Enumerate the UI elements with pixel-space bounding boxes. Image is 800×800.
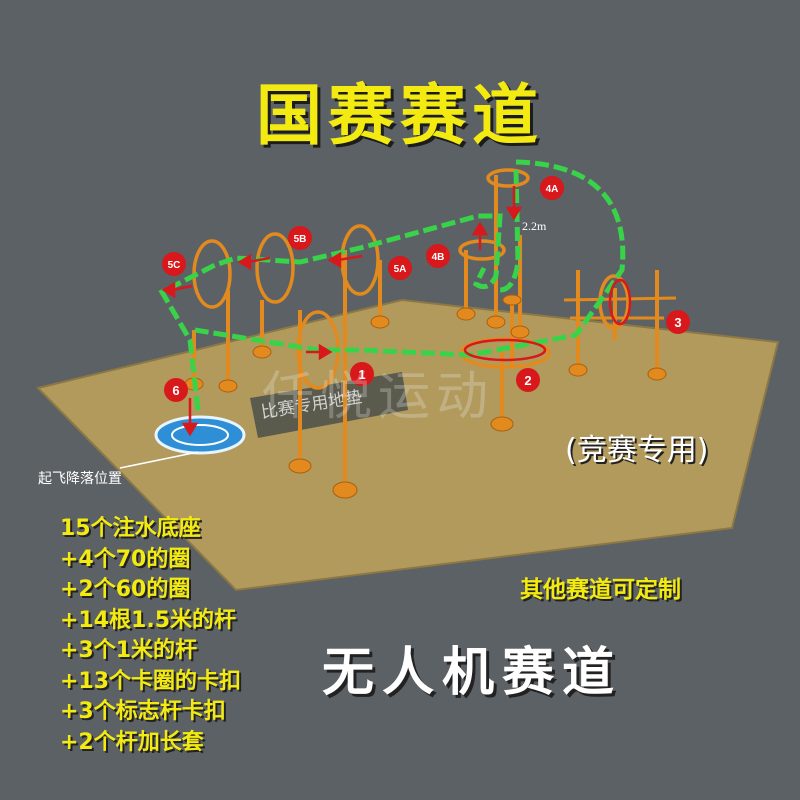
gate-marker-4a: 4A <box>540 176 564 200</box>
parts-list-item: +2个杆加长套 <box>60 729 204 755</box>
gate-marker-5a: 5A <box>388 256 412 280</box>
gate-marker-4b: 4B <box>426 244 450 268</box>
pad-label: 起飞降落位置 <box>38 471 122 487</box>
gate-marker-6: 6 <box>164 378 188 402</box>
parts-list-item: +3个1米的杆 <box>60 638 198 663</box>
parts-list: 15个注水底座 +4个70的圈 +2个60的圈 +14根1.5米的杆 +3个1米… <box>60 514 241 758</box>
parts-list-item: +4个70的圈 <box>60 546 191 572</box>
parts-list-item: 15个注水底座 <box>60 516 201 541</box>
svg-text:5A: 5A <box>394 264 407 275</box>
crossbars <box>563 296 677 320</box>
svg-text:5B: 5B <box>294 234 307 245</box>
landing-pad <box>119 415 246 469</box>
flight-path <box>158 159 626 411</box>
direction-arrows <box>161 186 632 437</box>
gate-marker-5c: 5C <box>162 252 186 276</box>
gate-marker-2: 2 <box>516 368 540 392</box>
svg-text:2: 2 <box>524 373 531 388</box>
height-label: 2.2m <box>522 219 547 233</box>
svg-text:5C: 5C <box>168 260 181 271</box>
svg-text:1: 1 <box>358 367 365 382</box>
svg-text:4A: 4A <box>546 184 559 195</box>
svg-text:6: 6 <box>172 383 179 398</box>
customize-note: 其他赛道可定制 <box>520 577 681 603</box>
bases <box>184 294 667 499</box>
parts-list-item: +2个60的圈 <box>60 577 191 602</box>
gate-marker-5b: 5B <box>288 226 312 250</box>
parts-list-item: +3个标志杆卡扣 <box>60 699 226 724</box>
subtitle: (竞赛专用) <box>565 433 709 468</box>
page-title: 国赛赛道 <box>256 77 544 154</box>
gate-marker-3: 3 <box>666 310 690 334</box>
svg-text:4B: 4B <box>432 252 445 263</box>
gate-markers: 1 2 3 4A 4B 5A 5B 5C 6 <box>162 176 690 402</box>
parts-list-item: +13个卡圈的卡扣 <box>60 668 242 694</box>
gate-marker-1: 1 <box>350 362 374 386</box>
product-name: 无人机赛道 <box>322 643 623 703</box>
svg-text:3: 3 <box>674 315 681 330</box>
track-floor <box>36 298 780 592</box>
parts-list-item: +14根1.5米的杆 <box>60 607 237 633</box>
watermark: 仟悦运动 <box>262 367 495 427</box>
